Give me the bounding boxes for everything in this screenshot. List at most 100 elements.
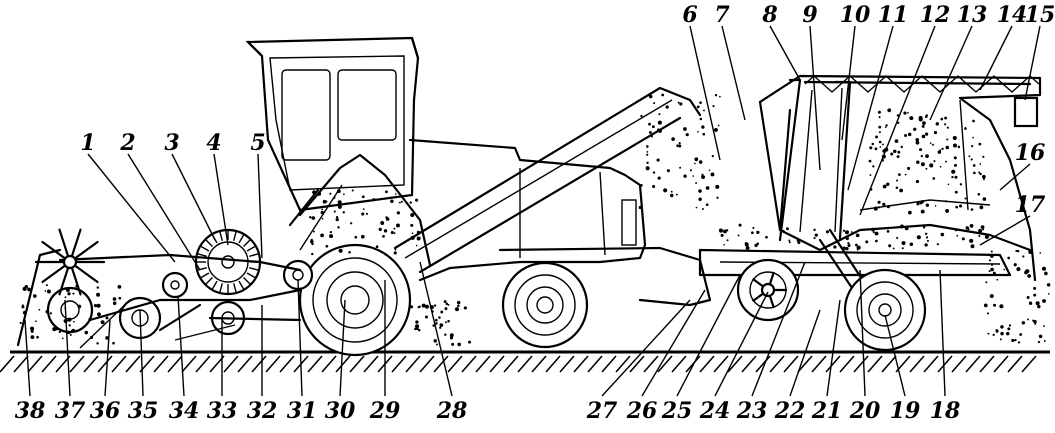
part-label-20: 20 — [849, 398, 881, 424]
leader-line — [64, 299, 71, 397]
part-label-32: 32 — [247, 398, 278, 424]
leader-line — [1024, 25, 1041, 101]
leader-line — [826, 299, 841, 397]
part-label-5: 5 — [250, 130, 265, 156]
discharge-crop — [983, 249, 1051, 344]
crop-texture — [19, 93, 1051, 347]
leader-line — [177, 295, 185, 397]
front-star-rotor — [34, 228, 106, 296]
part-label-35: 35 — [128, 398, 159, 424]
wheels — [46, 228, 927, 357]
elevator-crop — [309, 189, 421, 256]
part-label-17: 17 — [1015, 192, 1046, 218]
leader-line — [297, 279, 303, 397]
part-label-19: 19 — [890, 398, 921, 424]
front-elevator — [288, 153, 432, 267]
part-label-3: 3 — [164, 130, 179, 156]
leader-line — [721, 25, 746, 121]
inclined-conveyor — [393, 86, 702, 274]
leader-line — [24, 319, 31, 397]
ground-hatching — [0, 355, 1037, 373]
leader-line — [751, 261, 806, 397]
leader-lines — [24, 25, 1041, 397]
rotary-tops — [34, 228, 788, 309]
part-label-8: 8 — [761, 2, 777, 28]
tractor-front-wheel — [501, 261, 589, 349]
part-label-22: 22 — [774, 398, 806, 424]
part-label-23: 23 — [736, 398, 768, 424]
rear-wheel — [843, 268, 927, 352]
leader-line — [884, 314, 906, 397]
digging-crop — [19, 284, 122, 345]
leader-line — [171, 153, 216, 241]
part-label-13: 13 — [957, 2, 988, 28]
leader-line — [139, 309, 144, 397]
leader-line — [127, 153, 201, 271]
hopper — [758, 74, 1042, 282]
front-roller — [46, 286, 94, 334]
part-label-2: 2 — [119, 130, 135, 156]
part-label-6: 6 — [682, 2, 697, 28]
front-drive-wheel — [298, 243, 412, 357]
part-label-30: 30 — [325, 398, 356, 424]
leader-line — [689, 25, 721, 161]
leader-line — [769, 25, 801, 81]
part-label-15: 15 — [1025, 2, 1055, 28]
leader-line — [601, 299, 691, 397]
part-label-1: 1 — [80, 130, 95, 156]
part-label-7: 7 — [714, 2, 730, 28]
small-roller-1 — [161, 271, 189, 299]
part-label-18: 18 — [930, 398, 961, 424]
part-label-28: 28 — [436, 398, 468, 424]
part-label-14: 14 — [997, 2, 1028, 28]
leader-line — [859, 269, 866, 397]
part-label-36: 36 — [90, 398, 121, 424]
leader-line — [979, 25, 1013, 91]
conveyor-crop — [638, 93, 721, 210]
leader-line — [789, 309, 821, 397]
part-label-29: 29 — [369, 398, 401, 424]
leader-line — [929, 25, 973, 121]
leader-line — [859, 25, 936, 216]
part-label-31: 31 — [287, 398, 318, 424]
part-label-34: 34 — [169, 398, 200, 424]
part-label-24: 24 — [699, 398, 731, 424]
leader-line — [104, 319, 111, 397]
hopper-crop — [868, 108, 987, 215]
leader-line — [339, 299, 346, 397]
leader-line — [419, 261, 453, 397]
leader-line — [257, 153, 263, 259]
part-label-27: 27 — [586, 398, 618, 424]
part-label-37: 37 — [55, 398, 86, 424]
part-label-21: 21 — [811, 398, 843, 424]
leader-line — [841, 25, 856, 141]
leader-line — [714, 291, 769, 397]
part-label-9: 9 — [802, 2, 817, 28]
leader-line — [979, 215, 1031, 246]
part-label-33: 33 — [207, 398, 238, 424]
digging-unit — [16, 248, 302, 349]
leader-line — [87, 153, 176, 263]
part-label-26: 26 — [626, 398, 658, 424]
part-label-11: 11 — [878, 2, 909, 28]
leader-line — [676, 274, 741, 397]
part-label-38: 38 — [15, 398, 46, 424]
part-label-4: 4 — [206, 130, 221, 156]
leader-line — [213, 153, 229, 246]
part-label-12: 12 — [920, 2, 951, 28]
leader-line — [999, 163, 1031, 191]
ground — [0, 350, 1050, 373]
rear-star-rotor — [752, 271, 788, 309]
leader-line — [641, 289, 706, 397]
table-crop — [718, 223, 989, 251]
leader-line — [809, 25, 821, 171]
leader-line — [939, 269, 946, 397]
part-label-25: 25 — [661, 398, 693, 424]
leader-line — [847, 25, 894, 191]
ground-crop — [409, 300, 471, 347]
part-label-16: 16 — [1015, 140, 1046, 166]
part-label-10: 10 — [840, 2, 871, 28]
